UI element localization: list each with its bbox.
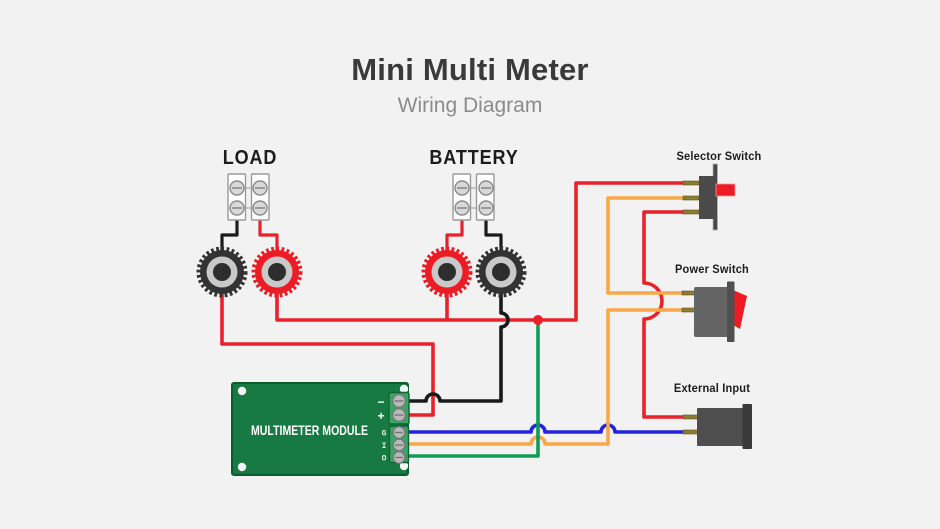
load-binding-post-black	[196, 246, 248, 298]
wire-orange-selector-to-power	[606, 196, 684, 295]
module-title: MULTIMETER MODULE	[251, 423, 368, 438]
power-switch-label: Power Switch	[675, 262, 749, 276]
load-label: LOAD	[222, 147, 278, 169]
module-terminal-g: G	[382, 430, 387, 439]
wire-load-neg-lead	[220, 216, 239, 254]
wire-red-load-to-module-plus	[220, 272, 435, 417]
module-terminal-minus: −	[377, 395, 384, 409]
battery-binding-post-red	[421, 246, 473, 298]
wire-load-pos-lead	[258, 216, 279, 254]
external-input-jack	[682, 404, 752, 449]
page-title: Mini Multi Meter	[351, 52, 589, 87]
wire-red-selector-to-external	[642, 210, 684, 419]
power-switch	[681, 281, 747, 342]
wire-blue-module-to-external	[408, 423, 684, 434]
wire-orange-module-to-power	[408, 308, 682, 446]
load-binding-post-red	[251, 246, 303, 298]
battery-binding-post-black	[475, 246, 527, 298]
battery-label: BATTERY	[429, 147, 519, 169]
wire-green-module-to-bus	[408, 320, 540, 458]
power-rocker	[733, 290, 747, 329]
page-subtitle: Wiring Diagram	[397, 94, 543, 117]
multimeter-module: MULTIMETER MODULE − + G I O	[231, 382, 410, 476]
wires	[220, 181, 684, 458]
wire-battery-pos-lead	[445, 216, 464, 254]
junction-dot	[533, 315, 543, 325]
load-terminal-blocks	[227, 173, 270, 221]
module-terminal-o: O	[382, 455, 387, 464]
battery-terminal-blocks	[452, 173, 495, 221]
selector-switch-label: Selector Switch	[676, 149, 762, 163]
selector-actuator	[715, 183, 736, 197]
external-input-label: External Input	[673, 381, 751, 395]
module-terminal-i: I	[382, 442, 387, 451]
wire-black-battery-to-module-minus	[408, 272, 510, 403]
wire-battery-neg-lead	[484, 216, 503, 254]
wire-red-bus-to-selector	[275, 181, 684, 322]
module-terminal-plus: +	[377, 409, 384, 423]
selector-switch	[682, 163, 736, 231]
